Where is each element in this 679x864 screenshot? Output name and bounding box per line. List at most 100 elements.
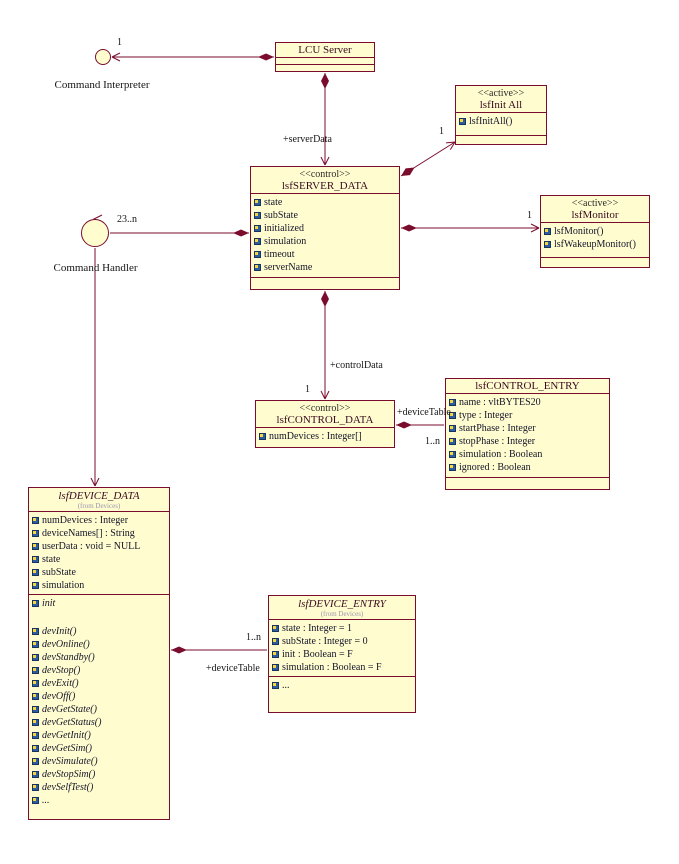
empty-compartment — [541, 257, 649, 267]
class-name: lsfDEVICE_ENTRY — [298, 598, 386, 610]
attribute-row: numDevices : Integer — [32, 514, 168, 527]
operation-label: lsfInitAll() — [469, 116, 513, 127]
edge-interpreter-lcu-server[interactable] — [111, 52, 274, 62]
attribute-row: name : vltBYTES20 — [449, 396, 608, 409]
role-label-devicetable: +deviceTable — [397, 407, 451, 418]
class-lsf-server-data[interactable]: <<control>> lsfSERVER_DATA state subState… — [250, 166, 400, 290]
attribute-row: timeout — [254, 248, 398, 261]
attribute-icon — [272, 664, 279, 671]
attribute-label: timeout — [264, 249, 295, 260]
stereotype: <<control>> — [299, 169, 351, 180]
class-name: lsfSERVER_DATA — [281, 180, 369, 192]
attribute-label: initialized — [264, 223, 304, 234]
attribute-label: simulation : Boolean = F — [282, 662, 382, 673]
attribute-label: subState — [42, 567, 76, 578]
operation-icon — [32, 641, 39, 648]
attribute-row: simulation — [254, 235, 398, 248]
attribute-label: subState : Integer = 0 — [282, 636, 368, 647]
attribute-row: state : Integer = 1 — [272, 622, 414, 635]
operation-label: devExit() — [42, 678, 79, 689]
attribute-label: numDevices : Integer — [42, 515, 129, 526]
attribute-label: subState — [264, 210, 298, 221]
attribute-label: type : Integer — [459, 410, 513, 421]
operations-compartment — [276, 64, 374, 71]
class-lsf-device-data[interactable]: lsfDEVICE_DATA (from Devices) numDevices… — [28, 487, 170, 820]
attribute-label: stopPhase : Integer — [459, 436, 536, 447]
attribute-icon — [449, 438, 456, 445]
command-handler-symbol[interactable] — [81, 219, 109, 247]
operation-icon — [32, 771, 39, 778]
composition-diamond-icon — [233, 229, 249, 237]
class-title: <<control>> lsfSERVER_DATA — [251, 167, 399, 193]
attribute-label: state — [264, 197, 283, 208]
operation-icon — [32, 667, 39, 674]
class-title: <<active>> lsfMonitor — [541, 196, 649, 222]
composition-diamond-icon — [401, 167, 415, 176]
role-label-controldata: +controlData — [330, 360, 383, 371]
operation-label: lsfMonitor() — [554, 226, 604, 237]
attribute-row: simulation : Boolean = F — [272, 661, 414, 674]
stereotype: <<active>> — [571, 198, 619, 209]
multiplicity-label: 1 — [117, 37, 122, 48]
attribute-row: init : Boolean = F — [272, 648, 414, 661]
class-name: lsfMonitor — [571, 209, 619, 221]
attribute-row: state — [32, 553, 168, 566]
operation-icon — [32, 719, 39, 726]
multiplicity-label: 1 — [527, 210, 532, 221]
composition-diamond-icon — [258, 53, 274, 61]
operation-label: devSelfTest() — [42, 782, 94, 793]
operation-label: ... — [282, 680, 290, 691]
operations-compartment: ... — [269, 676, 415, 712]
attribute-row: stopPhase : Integer — [449, 435, 608, 448]
class-lsf-device-entry[interactable]: lsfDEVICE_ENTRY (from Devices) state : I… — [268, 595, 416, 713]
attribute-label: simulation : Boolean — [459, 449, 543, 460]
operation-row: lsfWakeupMonitor() — [544, 238, 648, 251]
operation-label: devOff() — [42, 691, 76, 702]
attribute-row: state — [254, 196, 398, 209]
operation-icon — [459, 118, 466, 125]
edge-server-data-monitor[interactable] — [401, 223, 540, 233]
edge-handler-device-data[interactable] — [90, 248, 100, 487]
operation-label: init — [42, 598, 56, 609]
command-interpreter-label: Command Interpreter — [54, 79, 150, 91]
attribute-row: ignored : Boolean — [449, 461, 608, 474]
operation-row: lsfMonitor() — [544, 225, 648, 238]
attribute-row: deviceNames[] : String — [32, 527, 168, 540]
class-lsf-monitor[interactable]: <<active>> lsfMonitor lsfMonitor() lsfWak… — [540, 195, 650, 268]
operation-row: init — [32, 597, 168, 610]
attribute-icon — [449, 451, 456, 458]
operation-row: devStandby() — [32, 651, 168, 664]
class-title: <<control>> lsfCONTROL_DATA — [256, 401, 394, 427]
operation-label: devGetSim() — [42, 743, 92, 754]
command-interpreter-symbol[interactable] — [95, 49, 111, 65]
operation-row: devGetSim() — [32, 742, 168, 755]
class-lsf-control-data[interactable]: <<control>> lsfCONTROL_DATA numDevices :… — [255, 400, 395, 448]
attribute-icon — [32, 543, 39, 550]
class-lcu-server[interactable]: LCU Server — [275, 42, 375, 72]
operation-icon — [32, 797, 39, 804]
attribute-icon — [449, 399, 456, 406]
attribute-icon — [272, 638, 279, 645]
operation-row: devOff() — [32, 690, 168, 703]
package-label: (from Devices) — [77, 502, 121, 510]
class-lsf-init-all[interactable]: <<active>> lsfInit All lsfInitAll() — [455, 85, 547, 145]
operation-row: devSelfTest() — [32, 781, 168, 794]
multiplicity-label: 23..n — [117, 214, 137, 225]
operation-label: lsfWakeupMonitor() — [554, 239, 636, 250]
attribute-label: ignored : Boolean — [459, 462, 531, 473]
edge-server-data-control-data[interactable] — [320, 291, 330, 400]
attribute-row: startPhase : Integer — [449, 422, 608, 435]
operation-label: ... — [42, 795, 50, 806]
operation-label: devGetState() — [42, 704, 97, 715]
operation-label: devOnline() — [42, 639, 90, 650]
attribute-icon — [32, 582, 39, 589]
operation-label: devStop() — [42, 665, 81, 676]
class-name: LCU Server — [298, 44, 352, 56]
operations-compartment — [251, 277, 399, 289]
attribute-label: numDevices : Integer[] — [269, 431, 362, 442]
operation-icon — [544, 228, 551, 235]
class-title: <<active>> lsfInit All — [456, 86, 546, 112]
